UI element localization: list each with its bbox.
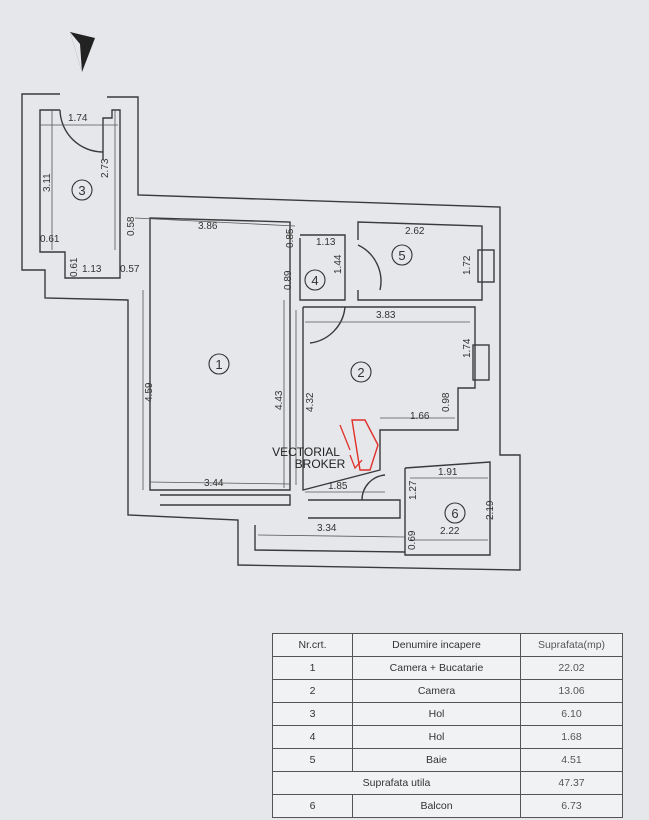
room-area-table: Nr.crt. Denumire incapere Suprafata(mp) … <box>272 633 623 818</box>
cell-name: Baie <box>352 748 521 772</box>
cell-name: Camera + Bucatarie <box>352 656 521 680</box>
svg-text:1.44: 1.44 <box>333 254 344 274</box>
svg-text:0.89: 0.89 <box>283 270 294 290</box>
cell-area: 22.02 <box>520 656 623 680</box>
svg-text:1.13: 1.13 <box>82 264 102 275</box>
cell-total-label: Suprafata utila <box>272 771 521 795</box>
watermark-logo: VECTORIAL BROKER <box>272 419 379 471</box>
door-swing-balcony <box>361 474 386 501</box>
door-swing-room-2 <box>309 306 346 344</box>
svg-text:2.62: 2.62 <box>405 226 425 237</box>
svg-text:2.22: 2.22 <box>440 526 460 537</box>
door-swing-room-5 <box>357 244 382 291</box>
room-6-walls <box>404 461 491 556</box>
svg-text:3.34: 3.34 <box>317 523 337 534</box>
dimension-lines <box>40 110 488 541</box>
room-label-2: 2 <box>350 361 372 383</box>
room-label-5: 5 <box>391 244 413 266</box>
balcony-rail <box>254 525 406 553</box>
header-name: Denumire incapere <box>352 633 521 657</box>
svg-text:0.98: 0.98 <box>441 392 452 412</box>
wall-strip <box>308 499 401 519</box>
table-header: Nr.crt. Denumire incapere Suprafata(mp) <box>272 633 623 657</box>
svg-text:0.58: 0.58 <box>126 216 137 236</box>
cell-name: Hol <box>352 702 521 726</box>
svg-text:1.66: 1.66 <box>410 411 430 422</box>
door-swing-room-3 <box>59 109 104 153</box>
svg-text:4.59: 4.59 <box>144 382 155 402</box>
cell-name: Hol <box>352 725 521 749</box>
cell-area: 6.10 <box>520 702 623 726</box>
room-1-walls <box>149 217 291 491</box>
svg-text:1.91: 1.91 <box>438 467 458 478</box>
svg-text:2.19: 2.19 <box>485 500 496 520</box>
svg-text:2.73: 2.73 <box>100 158 111 178</box>
svg-text:1.85: 1.85 <box>328 481 348 492</box>
room-2-walls <box>302 306 476 491</box>
svg-text:1: 1 <box>215 357 222 372</box>
header-nr: Nr.crt. <box>272 633 353 657</box>
cell-nr: 6 <box>272 794 353 818</box>
room-label-3: 3 <box>71 179 93 201</box>
room-3-walls <box>39 109 121 279</box>
svg-text:0.61: 0.61 <box>69 257 80 277</box>
svg-text:3: 3 <box>78 183 85 198</box>
cell-nr: 5 <box>272 748 353 772</box>
cell-nr: 1 <box>272 656 353 680</box>
svg-text:1.74: 1.74 <box>462 338 473 358</box>
cell-total-area: 47.37 <box>520 771 623 795</box>
north-arrow-icon <box>70 32 95 72</box>
svg-text:3.83: 3.83 <box>376 310 396 321</box>
window <box>472 344 490 381</box>
outer-wall <box>21 93 521 571</box>
cell-nr: 3 <box>272 702 353 726</box>
svg-text:3.44: 3.44 <box>204 478 224 489</box>
svg-text:1.72: 1.72 <box>462 255 473 275</box>
header-area: Suprafata(mp) <box>520 633 623 657</box>
cell-nr: 4 <box>272 725 353 749</box>
svg-text:0.85: 0.85 <box>285 228 296 248</box>
svg-text:0.61: 0.61 <box>40 234 60 245</box>
room-label-4: 4 <box>304 269 326 291</box>
room-4-walls <box>299 234 346 301</box>
svg-text:3.11: 3.11 <box>42 173 53 192</box>
svg-text:6: 6 <box>451 506 458 521</box>
svg-text:0.69: 0.69 <box>407 530 418 550</box>
svg-text:3.86: 3.86 <box>198 221 218 232</box>
svg-text:1.27: 1.27 <box>408 480 419 500</box>
room-5-walls <box>357 221 483 301</box>
cell-area: 13.06 <box>520 679 623 703</box>
window <box>477 249 495 283</box>
svg-text:4.32: 4.32 <box>305 392 316 412</box>
cell-area: 6.73 <box>520 794 623 818</box>
cell-name: Balcon <box>352 794 521 818</box>
wall-strip <box>160 494 291 506</box>
cell-area: 1.68 <box>520 725 623 749</box>
dimension-labels: 1.74 3.11 2.73 0.58 3.86 0.61 0.61 1.13 … <box>40 113 496 550</box>
svg-text:VECTORIAL: VECTORIAL <box>272 445 340 459</box>
svg-text:BROKER: BROKER <box>295 457 346 471</box>
room-label-6: 6 <box>444 502 466 524</box>
svg-text:1.74: 1.74 <box>68 113 88 124</box>
cell-nr: 2 <box>272 679 353 703</box>
room-label-1: 1 <box>208 353 230 375</box>
svg-text:1.13: 1.13 <box>316 237 336 248</box>
cell-name: Camera <box>352 679 521 703</box>
cell-area: 4.51 <box>520 748 623 772</box>
svg-text:0.57: 0.57 <box>120 264 140 275</box>
svg-text:5: 5 <box>398 248 405 263</box>
svg-text:2: 2 <box>357 365 364 380</box>
svg-text:4: 4 <box>311 273 318 288</box>
svg-text:4.43: 4.43 <box>274 390 285 410</box>
